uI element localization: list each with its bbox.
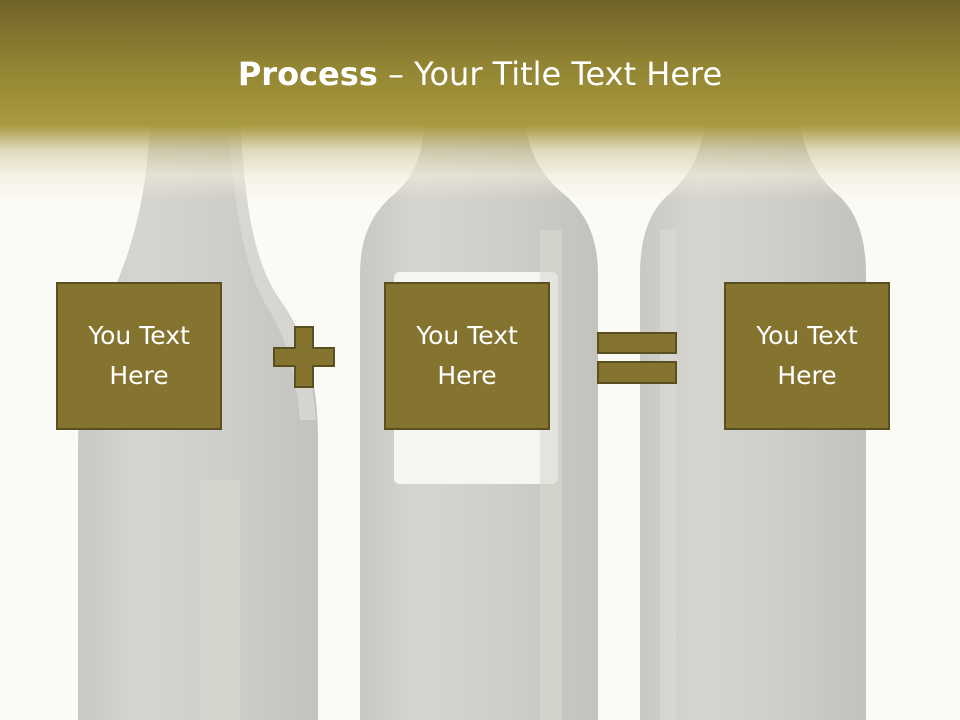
- process-box-1: You Text Here: [56, 282, 222, 430]
- title-bold: Process: [237, 55, 378, 93]
- plus-icon: [273, 326, 335, 388]
- process-box-1-line2: Here: [109, 361, 169, 390]
- title-rest: – Your Title Text Here: [377, 55, 723, 93]
- slide-title: Process – Your Title Text Here: [0, 54, 960, 94]
- process-box-2-line1: You Text: [416, 321, 518, 350]
- process-box-3-line1: You Text: [756, 321, 858, 350]
- process-box-3-line2: Here: [777, 361, 837, 390]
- equals-icon: [597, 332, 677, 384]
- header-band: [0, 0, 960, 200]
- process-box-2-line2: Here: [437, 361, 497, 390]
- process-box-1-line1: You Text: [88, 321, 190, 350]
- process-box-3: You Text Here: [724, 282, 890, 430]
- process-box-2: You Text Here: [384, 282, 550, 430]
